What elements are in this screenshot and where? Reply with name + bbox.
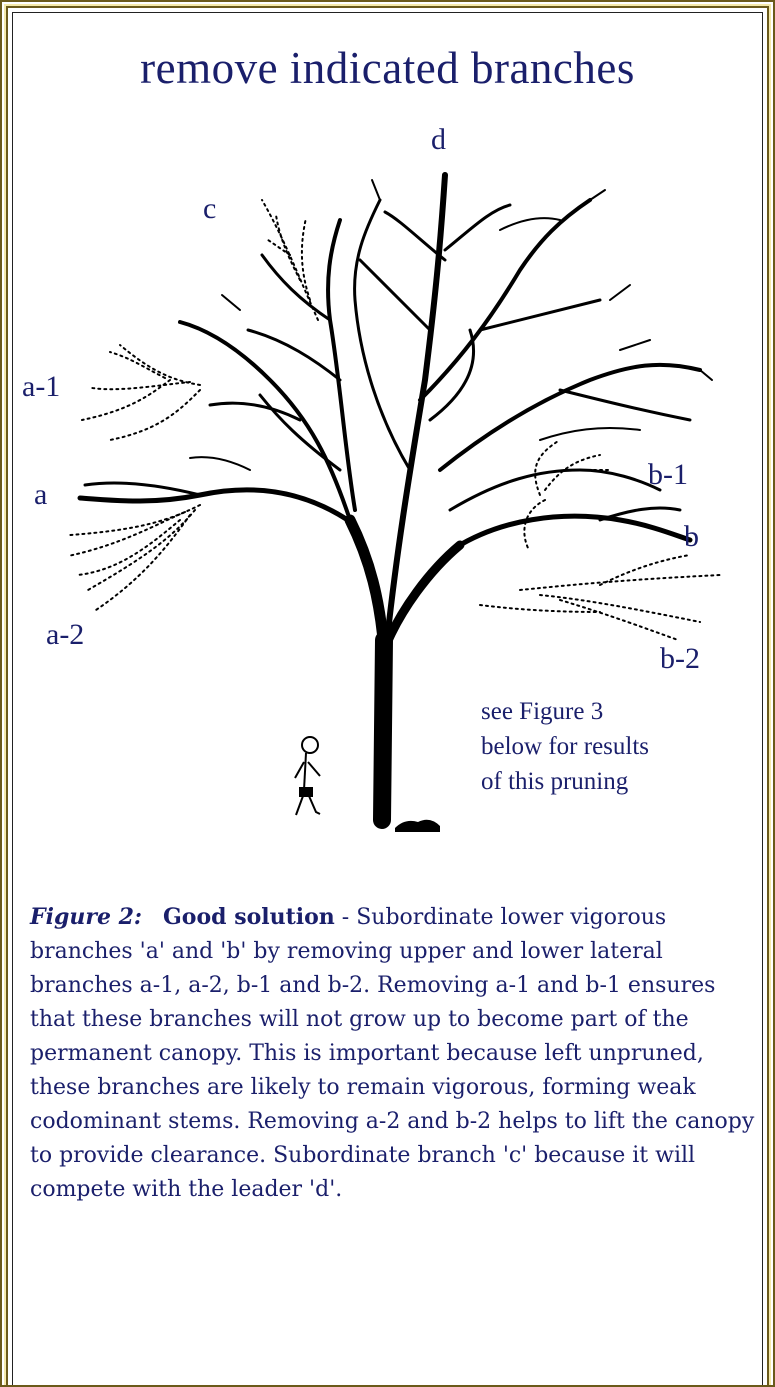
note-line: below for results [481, 729, 649, 764]
caption-heading: Good solution [163, 904, 335, 930]
caption-text: Subordinate lower vigorous branches 'a' … [30, 905, 754, 1202]
note-line: of this pruning [481, 764, 649, 799]
label-c: c [203, 192, 216, 226]
figure-caption: Figure 2: Good solution - Subordinate lo… [30, 900, 760, 1207]
note-line: see Figure 3 [481, 694, 649, 729]
tree-base-rocks [395, 820, 440, 832]
label-b: b [684, 520, 699, 554]
label-d: d [431, 123, 446, 157]
caption-separator: - [335, 905, 356, 930]
label-a: a [34, 478, 47, 512]
label-a-1: a-1 [22, 370, 60, 404]
jogger-figure [295, 737, 320, 815]
caption-figure-label: Figure 2: [30, 904, 142, 930]
label-b-1: b-1 [648, 458, 688, 492]
label-a-2: a-2 [46, 618, 84, 652]
results-note: see Figure 3 below for results of this p… [481, 694, 649, 799]
label-b-2: b-2 [660, 642, 700, 676]
tree-illustration [0, 0, 775, 880]
